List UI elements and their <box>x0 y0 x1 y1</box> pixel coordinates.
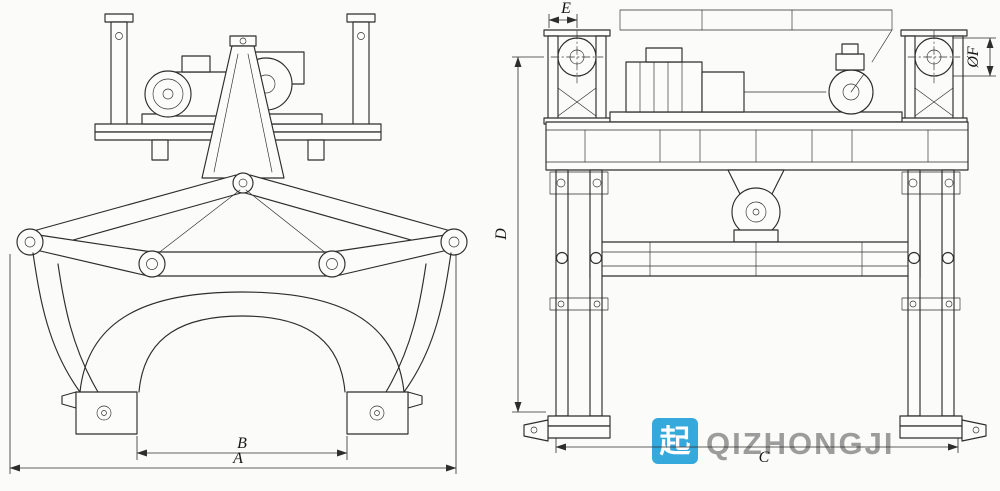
leg-right <box>899 169 987 442</box>
dim-label-d: D <box>493 228 510 241</box>
front-dimensions: B A <box>9 254 457 474</box>
dim-label-f: ØF <box>965 46 982 69</box>
side-dimensions: E ØF D C <box>493 0 996 466</box>
lower-beam <box>589 239 921 279</box>
side-view <box>523 9 987 442</box>
center-trunnion <box>727 169 785 243</box>
scissor-arms <box>25 172 459 252</box>
a-frame <box>201 35 285 179</box>
side-machinery <box>609 43 903 123</box>
watermark-brand-text: QIZHONGJI <box>706 426 895 461</box>
watermark: 起 QIZHONGJI <box>652 418 895 464</box>
main-girder <box>545 121 969 171</box>
wheel-assembly-right <box>900 29 968 125</box>
jaw-links <box>16 189 468 278</box>
watermark-logo-char: 起 <box>660 424 692 460</box>
dim-label-a: A <box>232 450 243 467</box>
wheel-assembly-left <box>543 29 611 125</box>
dim-label-e: E <box>560 0 571 17</box>
dim-label-c: C <box>759 449 770 466</box>
dim-label-b: B <box>237 435 247 452</box>
guard-rail <box>619 9 893 63</box>
front-view <box>16 13 468 435</box>
watermark-logo-tile <box>652 418 698 464</box>
clamp-feet <box>61 391 423 435</box>
leg-left <box>523 169 611 442</box>
trolley-uprights <box>104 13 376 127</box>
clamp-jaws <box>32 252 452 393</box>
